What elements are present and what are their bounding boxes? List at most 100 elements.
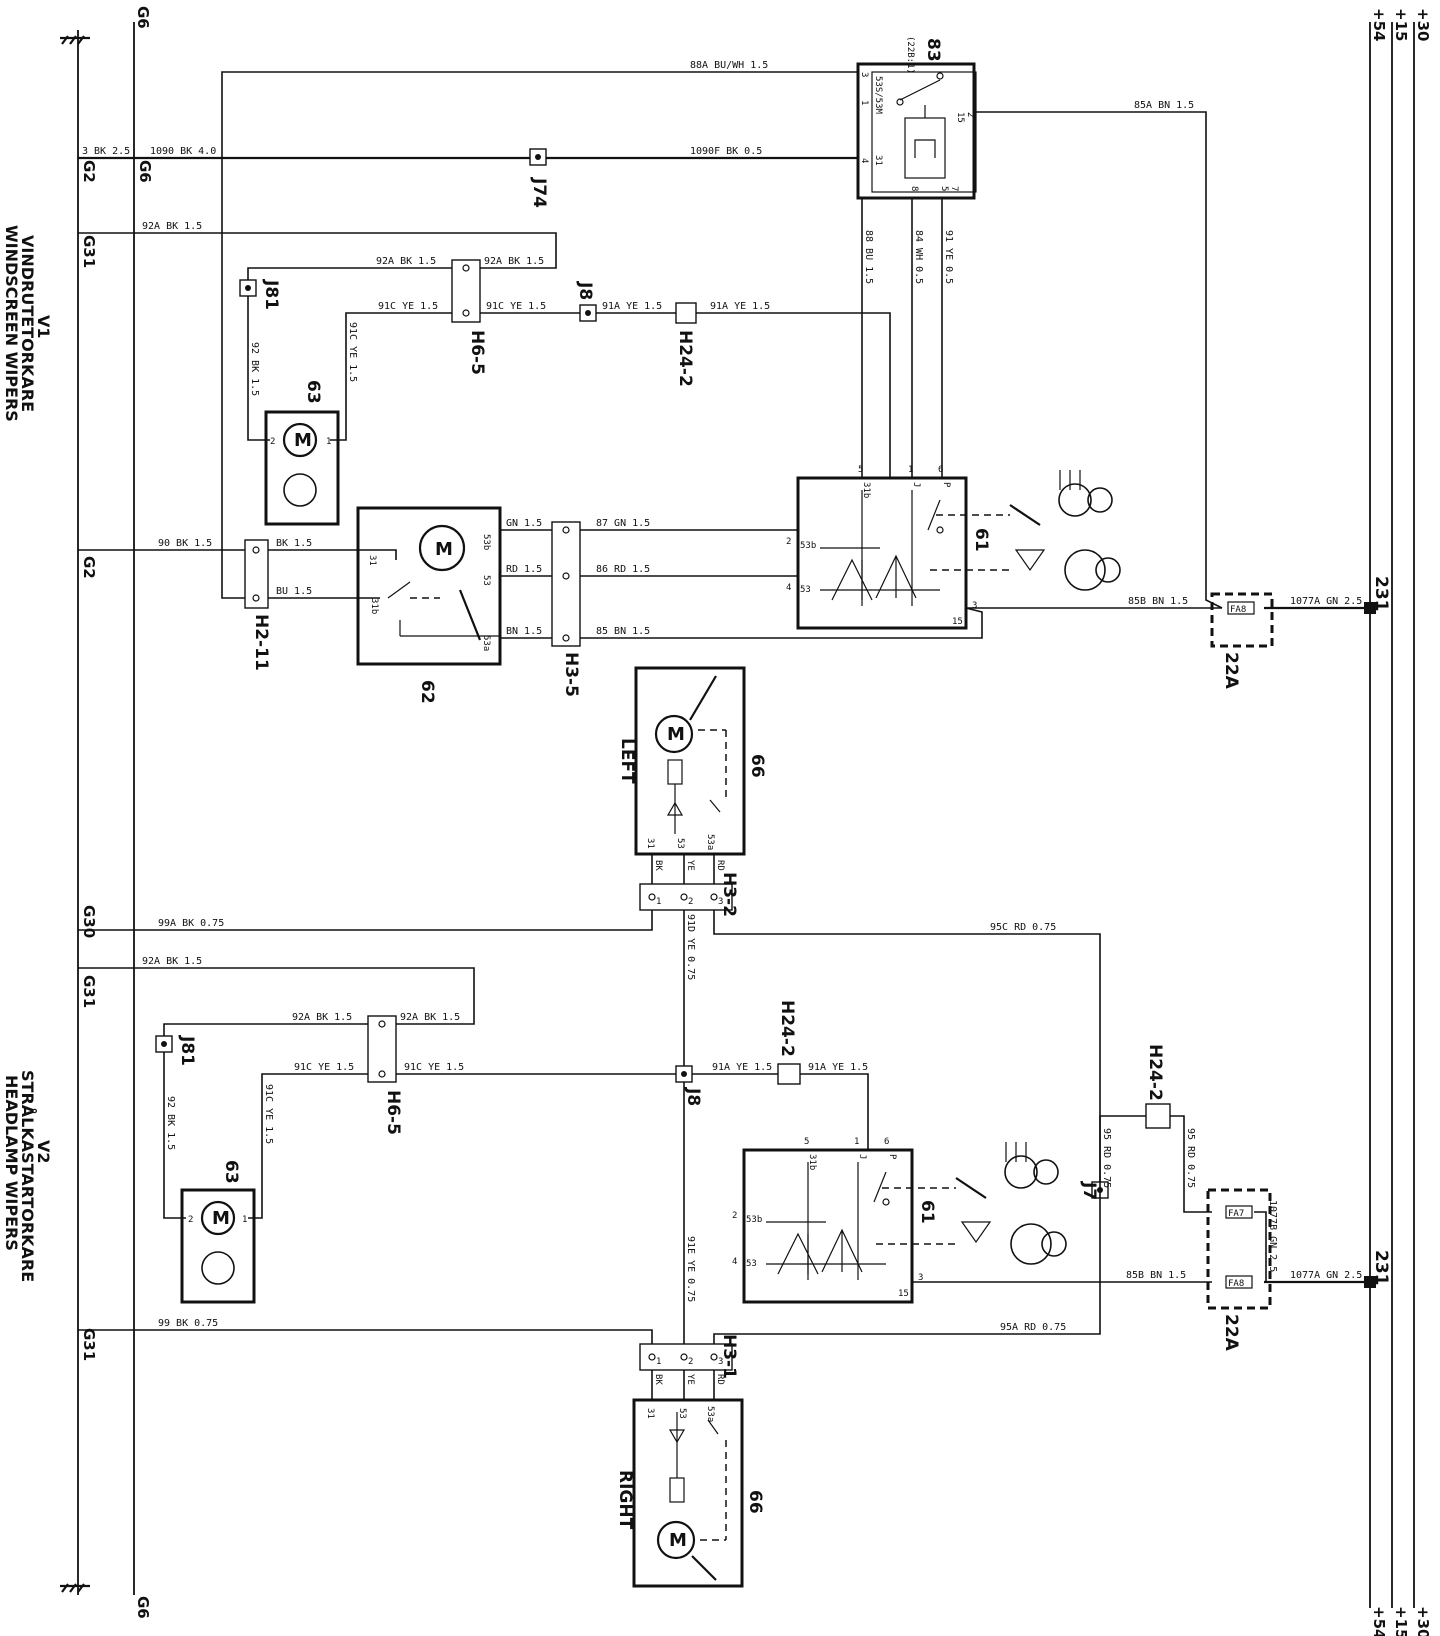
rail-15-label-bottom: +15 <box>1392 1606 1410 1636</box>
svg-text:RIGHT: RIGHT <box>615 1470 635 1530</box>
g6-label-bottom: G6 <box>134 1596 152 1619</box>
wire-92a-5: 92A BK 1.5 <box>292 1012 352 1023</box>
svg-text:3: 3 <box>718 1357 723 1367</box>
svg-text:66: 66 <box>745 1490 765 1514</box>
svg-text:H2-11: H2-11 <box>251 614 271 671</box>
wire-88a: 88A BU/WH 1.5 <box>690 60 768 71</box>
wire-99: 99 BK 0.75 <box>158 1318 218 1329</box>
svg-text:61: 61 <box>917 1200 937 1224</box>
svg-text:53: 53 <box>675 838 685 849</box>
connector-h2-11: H2-11 <box>244 539 271 671</box>
wire-92a-1: 92A BK 1.5 <box>142 221 202 232</box>
svg-text:3: 3 <box>718 897 723 907</box>
svg-text:2: 2 <box>270 437 275 447</box>
svg-text:66: 66 <box>747 754 767 778</box>
connector-h3-2: 1 2 3 H3-2 <box>639 872 739 917</box>
connector-j7: J7 <box>1079 1181 1109 1200</box>
wire-91e: 91E YE 0.75 <box>685 1236 696 1302</box>
fusebox-22a-lower: FA7 FA8 22A <box>1206 1188 1272 1352</box>
svg-text:1: 1 <box>656 897 661 907</box>
svg-text:31b: 31b <box>861 482 871 498</box>
svg-text:31b: 31b <box>807 1154 817 1170</box>
connector-h3-1: 1 2 3 H3-1 <box>639 1334 739 1379</box>
connector-j8-upper: J8 <box>575 281 597 322</box>
wire-91c-3: 91C YE 1.5 <box>347 322 358 382</box>
svg-text:H3-5: H3-5 <box>561 652 581 697</box>
svg-text:31b: 31b <box>369 598 379 614</box>
motor-62: M 53b 53 53a 31 31b 62 <box>356 506 502 704</box>
svg-text:STRÅLKASTARTORKARE: STRÅLKASTARTORKARE <box>18 1070 37 1282</box>
motor-63-lower: M 2 1 63 <box>180 1160 256 1304</box>
svg-text:15: 15 <box>952 617 963 627</box>
wire-85a: 85A BN 1.5 <box>1134 100 1194 111</box>
svg-text:VINDRUTETORKARE: VINDRUTETORKARE <box>18 235 37 412</box>
wire-91a-3: 91A YE 1.5 <box>712 1062 772 1073</box>
svg-text:RD: RD <box>715 860 725 871</box>
ground-label-g31-bottom: G31 <box>80 1328 98 1361</box>
svg-text:FA7: FA7 <box>1228 1209 1244 1219</box>
wire-99a: 99A BK 0.75 <box>158 918 224 929</box>
switch-61-upper: 61 5 1 6 2 4 3 31b J P 53b 53 15 <box>786 465 1121 630</box>
svg-text:J8: J8 <box>683 1087 703 1106</box>
fusebox-22a-upper: FA8 22A <box>1210 592 1274 690</box>
connector-j81-lower: J81 <box>155 1035 197 1066</box>
svg-text:2: 2 <box>786 537 791 547</box>
wire-90: 90 BK 1.5 <box>158 538 212 549</box>
svg-text:M: M <box>294 430 312 451</box>
svg-text:53b: 53b <box>746 1215 762 1225</box>
ground-label-g31-mid: G31 <box>80 975 98 1008</box>
svg-text:4: 4 <box>732 1257 737 1267</box>
wire-86: 86 RD 1.5 <box>596 564 650 575</box>
connector-j81-upper: J81 <box>239 279 281 310</box>
svg-text:1: 1 <box>242 1215 247 1225</box>
wire-rd-1: RD 1.5 <box>506 564 542 575</box>
svg-text:1: 1 <box>326 437 331 447</box>
svg-text:H24-2: H24-2 <box>777 1000 797 1057</box>
ground-label-g2-mid: G2 <box>80 556 98 579</box>
svg-text:53: 53 <box>677 1408 687 1419</box>
svg-text:BK: BK <box>653 860 663 871</box>
svg-text:YE: YE <box>685 1374 695 1385</box>
wire-bu-1: BU 1.5 <box>276 586 312 597</box>
wire-88: 88 BU 1.5 <box>863 230 874 284</box>
svg-text:61: 61 <box>971 528 991 552</box>
svg-text:V1: V1 <box>34 315 53 339</box>
splice-231-upper: 231 <box>1364 576 1391 614</box>
svg-text:53a: 53a <box>705 1406 715 1422</box>
wire-85b-1: 85B BN 1.5 <box>1128 596 1188 607</box>
wire-1077b: 1077B GN 2.5 <box>1267 1200 1278 1272</box>
wires-v1-motor: 90 BK 1.5 BK 1.5 BU 1.5 GN 1.5 RD 1.5 BN… <box>78 518 1370 639</box>
wire-gn-1: GN 1.5 <box>506 518 542 529</box>
svg-text:31: 31 <box>645 838 655 849</box>
svg-text:22A: 22A <box>1221 1314 1241 1352</box>
svg-text:H6-5: H6-5 <box>467 330 487 375</box>
svg-text:63: 63 <box>221 1160 241 1184</box>
svg-text:H24-2: H24-2 <box>1145 1044 1165 1101</box>
wires-v2-92a: 92A BK 1.5 92A BK 1.5 92A BK 1.5 92 BK 1… <box>78 956 869 1219</box>
svg-text:YE: YE <box>685 860 695 871</box>
wire-91d: 91D YE 0.75 <box>685 914 696 980</box>
wires-h3-2: BK YE RD 99A BK 0.75 95C RD 0.75 91D YE … <box>78 854 1101 1344</box>
wire-3: 3 BK 2.5 <box>82 146 130 157</box>
svg-text:1: 1 <box>908 465 913 475</box>
svg-text:2: 2 <box>965 112 975 117</box>
wire-95b: 95 RD 0.75 <box>1185 1128 1196 1188</box>
connector-h24-2-middle: H24-2 <box>777 1000 801 1085</box>
svg-text:J: J <box>911 482 921 487</box>
svg-text:J: J <box>857 1154 867 1159</box>
motor-66-right: M 31 53 53a 66 RIGHT <box>615 1398 765 1588</box>
svg-text:M: M <box>435 539 453 560</box>
wire-91c-5: 91C YE 1.5 <box>404 1062 464 1073</box>
wire-92-2: 92 BK 1.5 <box>165 1096 176 1150</box>
svg-text:53: 53 <box>800 585 811 595</box>
svg-text:M: M <box>669 1530 687 1551</box>
wires-relay-83: 88A BU/WH 1.5 85A BN 1.5 3 BK 2.5 1090 B… <box>78 60 1223 609</box>
svg-text:H3-2: H3-2 <box>719 872 739 917</box>
wire-91a-2: 91A YE 1.5 <box>710 301 770 312</box>
wire-91: 91 YE 0.5 <box>943 230 954 284</box>
svg-text:83: 83 <box>923 38 943 62</box>
svg-text:31: 31 <box>367 555 377 566</box>
motor-63-upper: M 2 1 63 <box>264 380 340 526</box>
svg-text:H6-5: H6-5 <box>383 1090 403 1135</box>
ground-label-g31-top: G31 <box>80 235 98 268</box>
